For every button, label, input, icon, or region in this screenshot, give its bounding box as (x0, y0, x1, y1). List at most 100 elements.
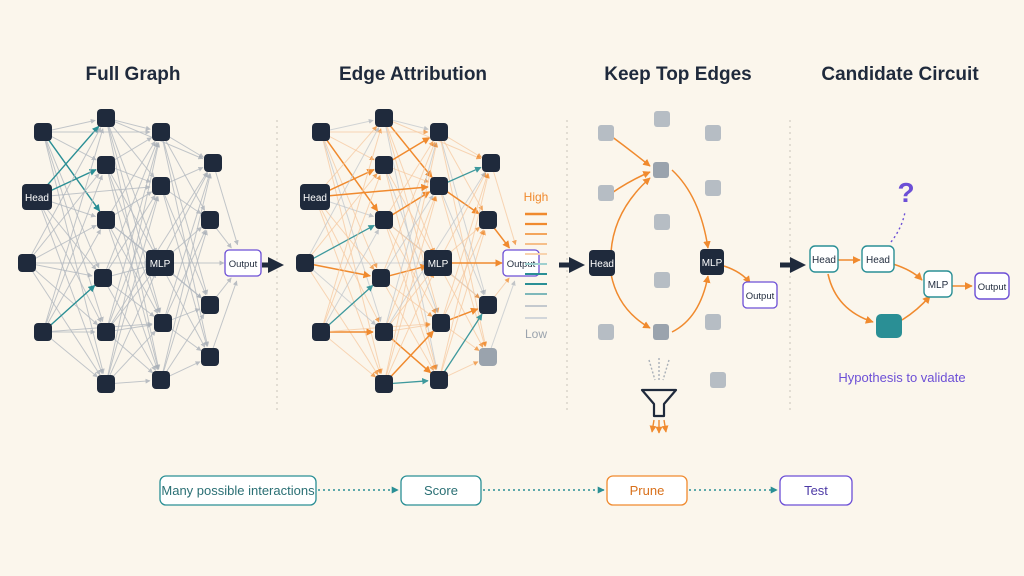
full-graph-edge (109, 227, 159, 314)
legend-high-label: High (524, 190, 549, 204)
keep-node-output-label: Output (746, 291, 775, 302)
full-graph-node-c1 (152, 123, 170, 141)
full-graph-edge (49, 337, 98, 378)
attribution-edge (443, 173, 489, 315)
pruned-node (705, 125, 721, 141)
attribution-node-head (300, 184, 330, 210)
full-graph-edge (215, 277, 232, 299)
stage-arrow-2 (569, 257, 585, 273)
full-graph-node-b1 (97, 109, 115, 127)
attribution-edge (387, 227, 437, 314)
attribution-edge (389, 271, 432, 326)
full-graph-edge (107, 126, 161, 370)
attribution-edge (320, 203, 375, 270)
circuit-node-head-1 (809, 245, 839, 273)
full-graph-edge (107, 196, 160, 376)
full-graph-node-head-label: Head (25, 193, 49, 204)
attribution-edge (441, 270, 484, 348)
full-graph-node-d3 (201, 296, 219, 314)
attribution-node-c1 (430, 123, 448, 141)
attribution-edge (441, 172, 487, 256)
full-graph-edge (168, 361, 201, 377)
attribution-node-mlp (424, 250, 452, 276)
attribution-edge (441, 230, 486, 372)
full-graph-node-out (224, 249, 262, 277)
full-graph-edge (212, 280, 238, 349)
full-graph-edge (107, 142, 161, 376)
circuit-node-teal (876, 314, 902, 338)
attribution-node-a3 (296, 254, 314, 272)
pruned-node (705, 314, 721, 330)
panel-title-full-graph: Full Graph (86, 64, 181, 85)
keep-node-output (742, 281, 778, 309)
full-graph-node-d1 (204, 154, 222, 172)
full-graph-node-b4 (94, 269, 112, 287)
attribution-node-a4 (312, 323, 330, 341)
keep-top-edges-graph: Head MLP Output (589, 111, 778, 388)
full-graph-edge (109, 172, 156, 254)
stage-arrow-3 (790, 257, 806, 273)
funnel-icon (640, 358, 678, 434)
full-graph-edge (109, 272, 156, 376)
full-graph-node-mlp (146, 250, 174, 276)
full-graph-edge (168, 190, 202, 215)
circuit-edge-head-teal (827, 273, 874, 324)
attribution-edge (444, 229, 484, 316)
attribution-edge (323, 174, 381, 324)
circuit-node-mlp-label: MLP (928, 280, 949, 291)
pipeline: Many possible interactions Score Prune T… (159, 475, 853, 506)
full-graph-node-c5 (152, 371, 170, 389)
attribution-edge (440, 173, 490, 372)
attribution-edge (392, 377, 429, 385)
full-graph-node-b3 (97, 211, 115, 229)
attribution-node-a1 (312, 123, 330, 141)
panel-title-keep-top-edges: Keep Top Edges (604, 64, 751, 85)
full-graph-edge (111, 124, 155, 178)
attribution-edge (388, 171, 486, 325)
attribution-edge (386, 228, 437, 371)
attribution-node-b1 (375, 109, 393, 127)
kept-node (653, 162, 669, 178)
attribution-edge (446, 361, 479, 377)
full-graph-edges (30, 118, 239, 384)
full-graph-edge (114, 119, 151, 131)
full-graph-edge (34, 224, 97, 260)
pruned-node (598, 324, 614, 340)
attribution-edge (309, 270, 379, 376)
attribution-edge (327, 337, 376, 378)
keep-node-mlp-label: MLP (702, 258, 723, 269)
full-graph-edge (114, 167, 152, 183)
full-graph-node-b6 (97, 375, 115, 393)
attribution-edge (441, 194, 485, 296)
full-graph-edge (113, 137, 152, 161)
attribution-edge (385, 196, 438, 376)
pruned-node (654, 111, 670, 127)
full-graph-edge (163, 270, 206, 348)
full-graph-edge (44, 168, 97, 194)
circuit-node-head-1-label: Head (812, 255, 836, 266)
full-graph-edge (107, 194, 156, 271)
attribution-legend: High Low (524, 190, 549, 341)
attribution-edge (323, 140, 378, 269)
stage-arrow-1 (268, 257, 284, 273)
attribution-edge (440, 140, 487, 295)
full-graph-edge (111, 330, 156, 378)
circuit-node-head-2 (861, 245, 895, 273)
full-graph-edge (215, 171, 239, 246)
attribution-node-d2 (479, 211, 497, 229)
attribution-edge (327, 284, 374, 327)
attribution-edge (387, 272, 434, 376)
full-graph-edge (31, 270, 101, 376)
full-graph-node-d4 (201, 348, 219, 366)
full-graph-edge (165, 313, 205, 373)
keep-node-mlp (700, 249, 724, 275)
full-graph-edge (45, 184, 151, 197)
keep-node-head-label: Head (590, 259, 614, 270)
full-graph-edge (44, 140, 105, 374)
full-graph-edge (107, 142, 160, 324)
pruned-node (654, 272, 670, 288)
full-graph-edge (110, 171, 208, 325)
